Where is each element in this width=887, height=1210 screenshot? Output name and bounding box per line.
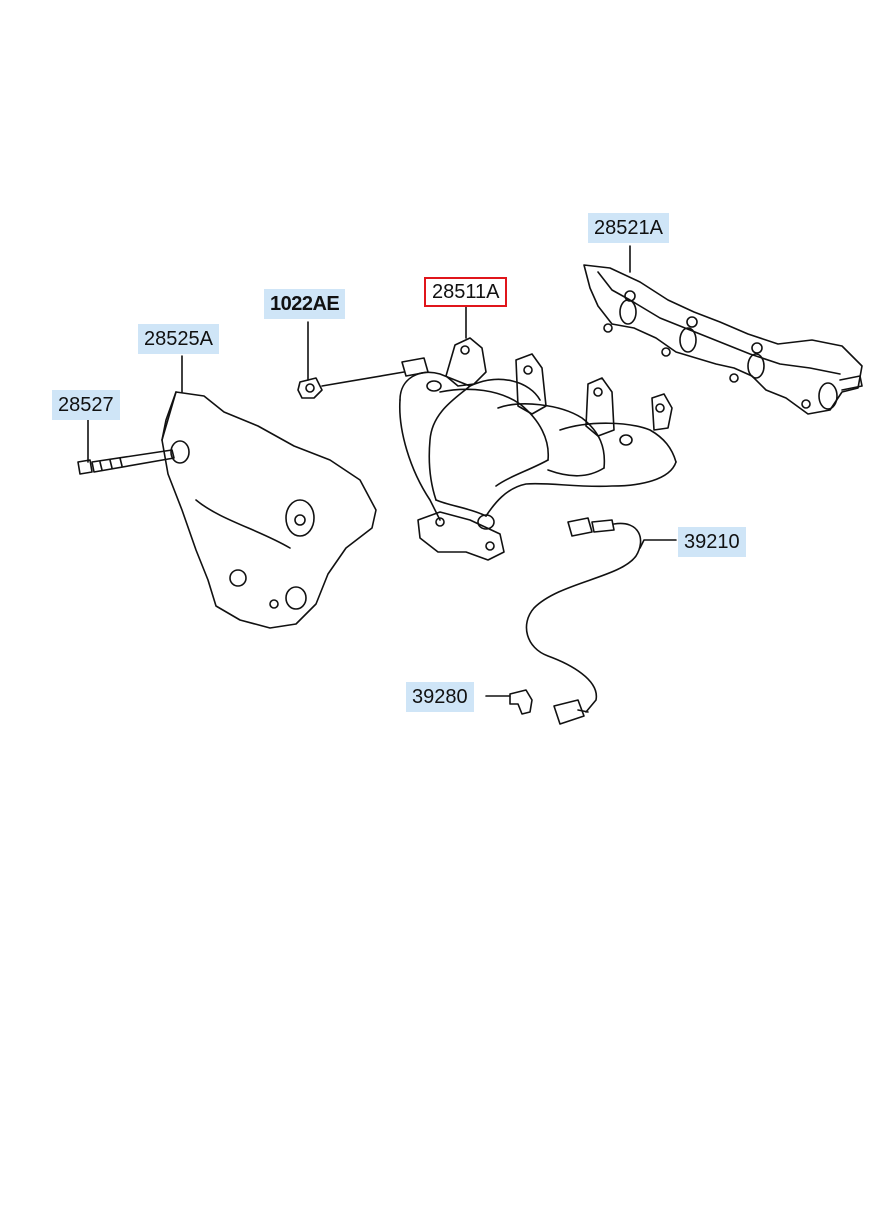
label-bolt[interactable]: 28527 [52, 390, 120, 420]
label-nut[interactable]: 1022AE [264, 289, 346, 319]
leader-lines [87, 245, 677, 697]
manifold-drawing [398, 337, 677, 561]
label-manifold[interactable]: 28511A [424, 277, 508, 307]
heat-protector-drawing [161, 391, 377, 629]
gasket-drawing [583, 264, 863, 415]
label-bracket[interactable]: 39280 [406, 682, 474, 712]
bolt-drawing [77, 449, 175, 475]
label-heat-protector[interactable]: 28525A [138, 324, 219, 354]
label-oxygen-sensor[interactable]: 39210 [678, 527, 746, 557]
nut-drawing [297, 357, 429, 399]
oxygen-sensor-drawing [525, 517, 642, 725]
label-gasket[interactable]: 28521A [588, 213, 669, 243]
bracket-drawing [509, 689, 533, 715]
